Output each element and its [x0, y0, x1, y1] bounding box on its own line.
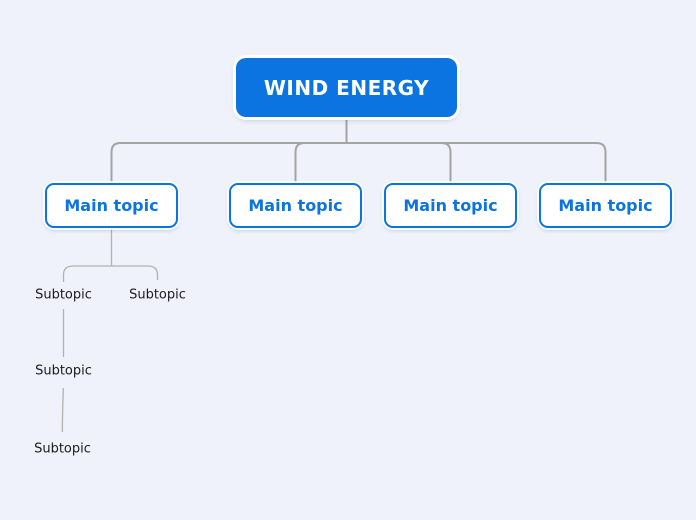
main-topic-label: Main topic: [403, 196, 498, 215]
subtopic-node-1[interactable]: Subtopic: [35, 287, 92, 303]
connector-main1-subtopic2: [111, 265, 159, 280]
main-topic-label: Main topic: [64, 196, 159, 215]
connector-root-main4: [346, 142, 607, 183]
connector-root-main3: [346, 142, 452, 183]
main-topic-node-1[interactable]: Main topic: [45, 183, 178, 228]
connector-subtopic3-subtopic4: [61, 387, 64, 433]
connector-root-main1: [110, 142, 347, 183]
connector-root-main2: [294, 142, 347, 183]
subtopic-node-4[interactable]: Subtopic: [34, 441, 91, 457]
root-node[interactable]: WIND ENERGY: [236, 58, 457, 117]
main-topic-node-4[interactable]: Main topic: [539, 183, 672, 228]
main-topic-node-3[interactable]: Main topic: [384, 183, 517, 228]
main-topic-label: Main topic: [558, 196, 653, 215]
main-topic-node-2[interactable]: Main topic: [229, 183, 362, 228]
subtopic-node-3[interactable]: Subtopic: [35, 363, 92, 379]
connector-main1-subtopic1: [62, 265, 112, 282]
root-node-label: WIND ENERGY: [263, 75, 430, 100]
main-topic-label: Main topic: [248, 196, 343, 215]
subtopic-node-2[interactable]: Subtopic: [129, 287, 186, 303]
